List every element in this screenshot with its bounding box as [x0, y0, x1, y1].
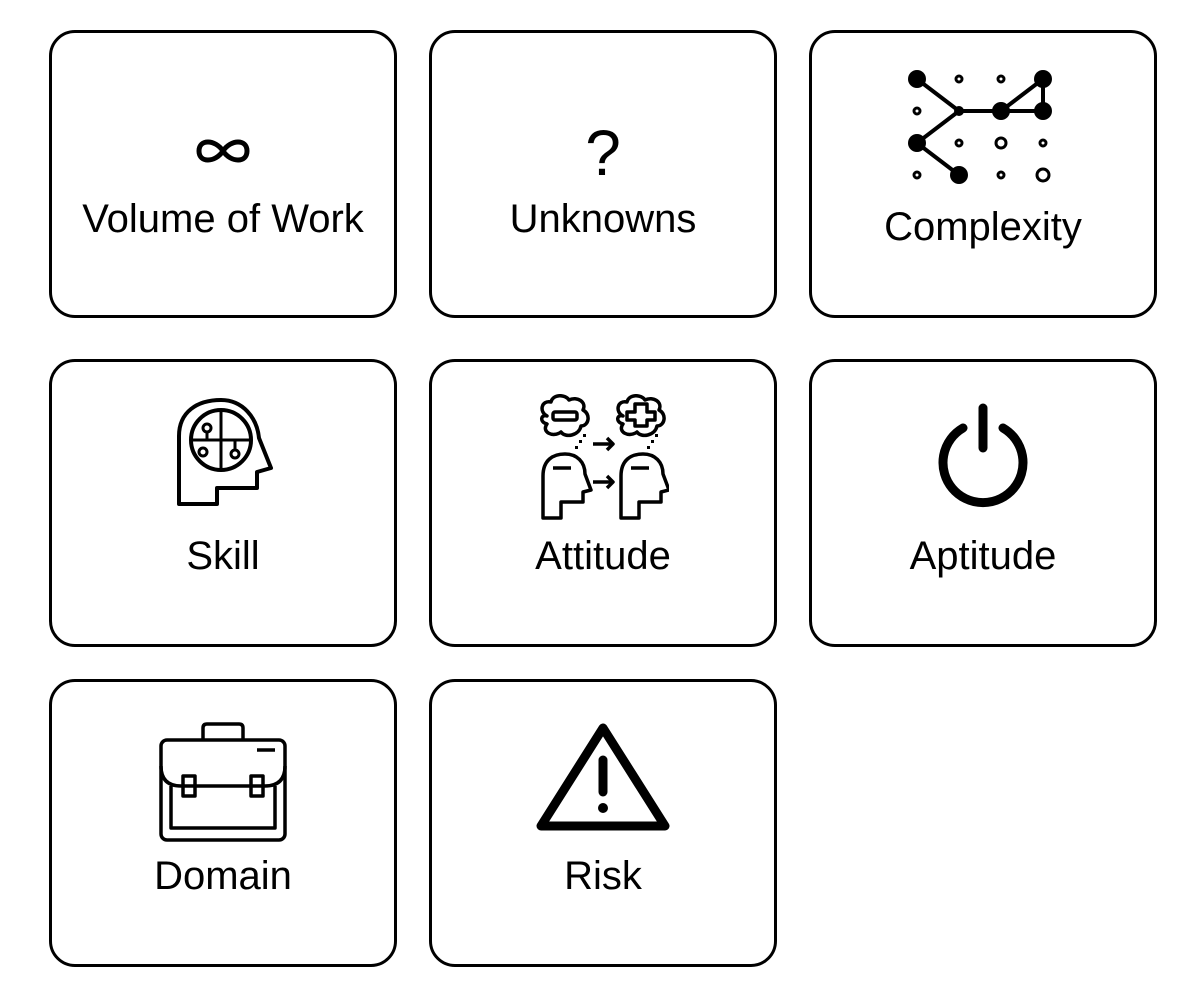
card-label: Aptitude [909, 534, 1057, 578]
card-unknowns: ? Unknowns [429, 30, 777, 318]
card-complexity: Complexity [809, 30, 1157, 318]
network-graph-icon [812, 67, 1154, 191]
card-label: Volume of Work [82, 197, 364, 241]
card-domain: Domain [49, 679, 397, 967]
card-label: Complexity [884, 205, 1082, 249]
card-volume-of-work: Volume of Work [49, 30, 397, 318]
card-attitude: Attitude [429, 359, 777, 647]
card-skill: Skill [49, 359, 397, 647]
question-mark-icon: ? [585, 117, 621, 189]
card-label: Attitude [535, 534, 671, 578]
brain-head-icon [52, 396, 394, 508]
card-label: Risk [564, 854, 642, 898]
card-risk: Risk [429, 679, 777, 967]
power-icon [812, 402, 1154, 510]
card-label: Unknowns [509, 197, 697, 241]
briefcase-icon [52, 722, 394, 842]
attitude-change-icon [432, 394, 774, 522]
warning-triangle-icon [432, 722, 774, 834]
infinity-icon [52, 133, 394, 169]
card-label: Skill [186, 534, 260, 578]
card-label: Domain [154, 854, 292, 898]
card-aptitude: Aptitude [809, 359, 1157, 647]
